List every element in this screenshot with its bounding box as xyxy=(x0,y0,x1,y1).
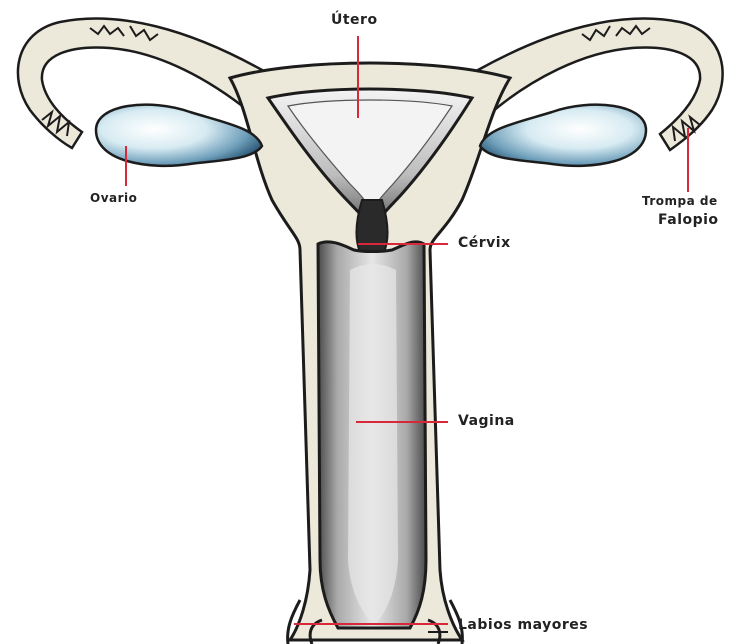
label-vagina: Vagina xyxy=(458,413,515,429)
label-utero: Útero xyxy=(331,12,378,28)
vaginal-canal-highlight xyxy=(348,264,398,626)
right-ovary xyxy=(480,105,646,166)
label-trompa-line1: Trompa de xyxy=(642,195,718,209)
label-cervix: Cérvix xyxy=(458,235,511,251)
label-ovario: Ovario xyxy=(90,192,137,206)
label-labios: Labios mayores xyxy=(458,617,588,633)
label-trompa-line2: Falopio xyxy=(658,212,719,228)
left-ovary xyxy=(96,105,262,166)
